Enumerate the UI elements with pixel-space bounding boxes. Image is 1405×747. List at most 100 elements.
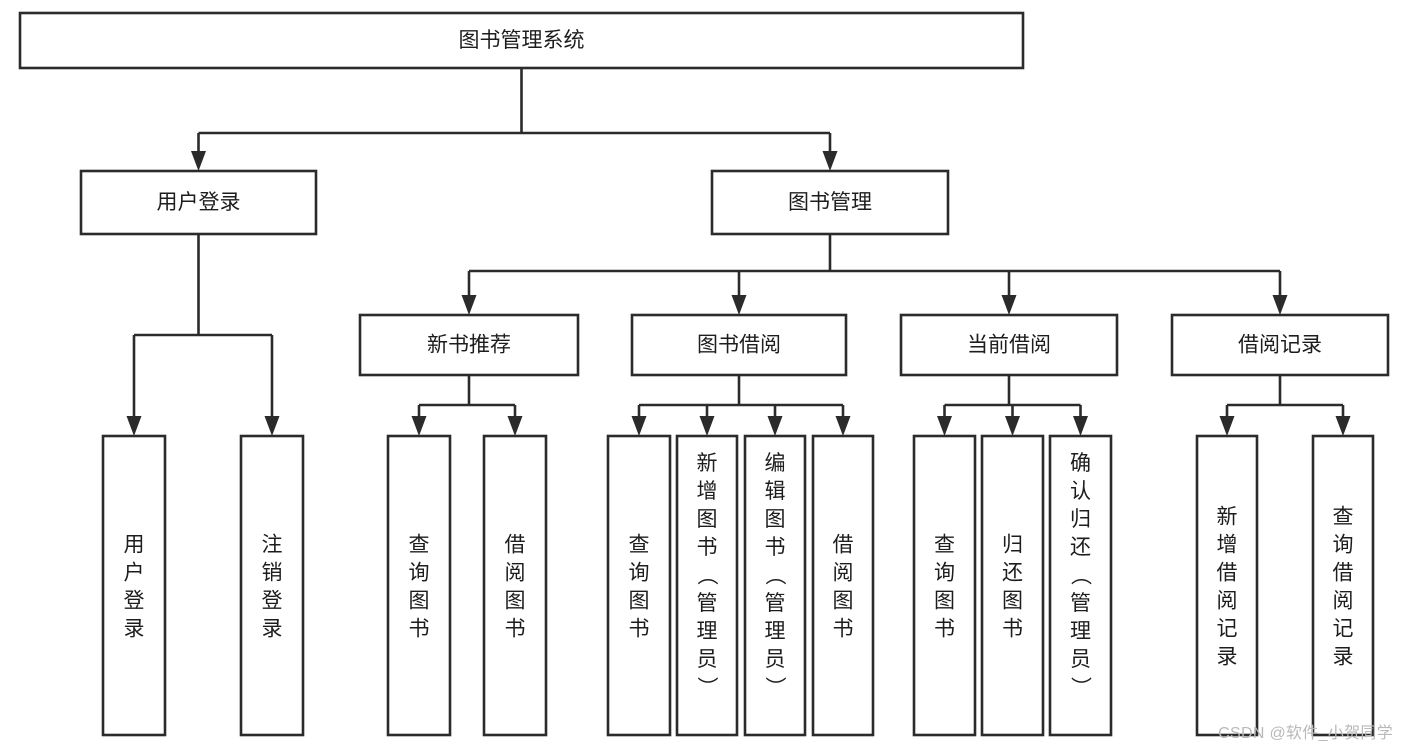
node-box[interactable] <box>1195 434 1259 737</box>
node-label-char: （ <box>695 564 718 585</box>
node-label-char: 新 <box>1217 505 1238 528</box>
node-current-borrow[interactable]: 当前借阅 <box>899 313 1119 377</box>
node-label-char: 图 <box>505 589 526 612</box>
arrow-head-icon <box>937 416 952 436</box>
node-box[interactable] <box>630 313 848 377</box>
node-book-manage[interactable]: 图书管理 <box>710 169 950 236</box>
node-label-char: 阅 <box>505 561 526 584</box>
node-borrow-record[interactable]: 借阅记录 <box>1170 313 1390 377</box>
arrow-head-icon <box>731 295 747 315</box>
node-label-char: 图 <box>765 508 786 531</box>
node-label-char: 借 <box>505 533 526 556</box>
node-label-char: 管 <box>765 592 786 615</box>
node-label-char: 理 <box>1070 620 1091 643</box>
node-label: 新书推荐 <box>427 334 511 357</box>
node-label-char: 借 <box>1333 561 1354 584</box>
arrow-head-icon <box>767 416 783 436</box>
node-box[interactable] <box>710 169 950 236</box>
node-box[interactable] <box>811 434 875 737</box>
node-box[interactable] <box>606 434 672 737</box>
node-label-char: 录 <box>1217 645 1238 668</box>
arrow-head-icon <box>411 416 427 436</box>
node-box[interactable] <box>675 434 739 737</box>
node-label-char: 登 <box>124 589 145 612</box>
node-label-char: 归 <box>1002 533 1023 556</box>
node-label-char: 书 <box>1002 617 1023 640</box>
node-label-char: 阅 <box>1217 589 1238 612</box>
node-box[interactable] <box>101 434 167 737</box>
node-label-char: 注 <box>262 533 283 556</box>
node-label-char: 书 <box>765 536 786 559</box>
node-label: 用户登录 <box>157 191 241 214</box>
node-label-char: 销 <box>262 561 283 584</box>
node-box[interactable] <box>1048 434 1113 737</box>
node-label: 当前借阅 <box>967 334 1051 357</box>
node-user-login[interactable]: 用户登录 <box>79 169 318 236</box>
node-box[interactable] <box>386 434 452 737</box>
node-box[interactable] <box>899 313 1119 377</box>
node-box[interactable] <box>1311 434 1375 737</box>
connector-group-book-manage <box>461 234 1288 315</box>
arrow-head-icon <box>1335 416 1351 436</box>
node-label: 图书管理 <box>788 191 872 214</box>
node-box[interactable] <box>482 434 548 737</box>
connector-group-book-borrow <box>631 375 851 436</box>
connector-group-user-login <box>126 234 280 436</box>
node-label-char: 员 <box>697 648 718 671</box>
node-label-char: 阅 <box>833 561 854 584</box>
node-new-book-recommend[interactable]: 新书推荐 <box>358 313 580 377</box>
node-label-char: 借 <box>833 533 854 556</box>
connector-group-root <box>191 68 838 171</box>
node-label: 图书借阅 <box>697 334 781 357</box>
node-label-char: ） <box>695 676 718 697</box>
node-label-char: 新 <box>697 452 718 475</box>
node-label-char: 录 <box>1333 645 1354 668</box>
node-leaf-user-login[interactable]: 用户登录 <box>101 434 167 737</box>
node-root[interactable]: 图书管理系统 <box>18 11 1025 70</box>
node-label-char: 记 <box>1333 617 1354 640</box>
node-label-char: 查 <box>934 533 955 556</box>
node-label-char: 书 <box>505 617 526 640</box>
node-book-borrow[interactable]: 图书借阅 <box>630 313 848 377</box>
node-box[interactable] <box>18 11 1025 70</box>
node-label-char: 认 <box>1070 480 1091 503</box>
arrow-head-icon <box>1272 295 1288 315</box>
node-label: 图书管理系统 <box>459 29 585 52</box>
node-label-char: 确 <box>1070 452 1091 475</box>
arrow-head-icon <box>1001 295 1017 315</box>
arrow-head-icon <box>126 416 142 436</box>
node-box[interactable] <box>358 313 580 377</box>
node-label-char: 员 <box>765 648 786 671</box>
node-box[interactable] <box>79 169 318 236</box>
node-label-char: 书 <box>934 617 955 640</box>
node-label-char: 书 <box>833 617 854 640</box>
node-label-char: 还 <box>1070 536 1091 559</box>
node-label-char: 录 <box>124 617 145 640</box>
arrow-head-icon <box>1005 416 1020 436</box>
node-box[interactable] <box>239 434 305 737</box>
node-label-char: 管 <box>1070 592 1091 615</box>
node-box[interactable] <box>980 434 1045 737</box>
node-box[interactable] <box>743 434 807 737</box>
node-label-char: 登 <box>262 589 283 612</box>
arrow-head-icon <box>835 416 851 436</box>
node-label-char: 理 <box>697 620 718 643</box>
arrow-head-icon <box>264 416 280 436</box>
node-box[interactable] <box>1170 313 1390 377</box>
node-label-char: 图 <box>833 589 854 612</box>
node-box[interactable] <box>912 434 977 737</box>
